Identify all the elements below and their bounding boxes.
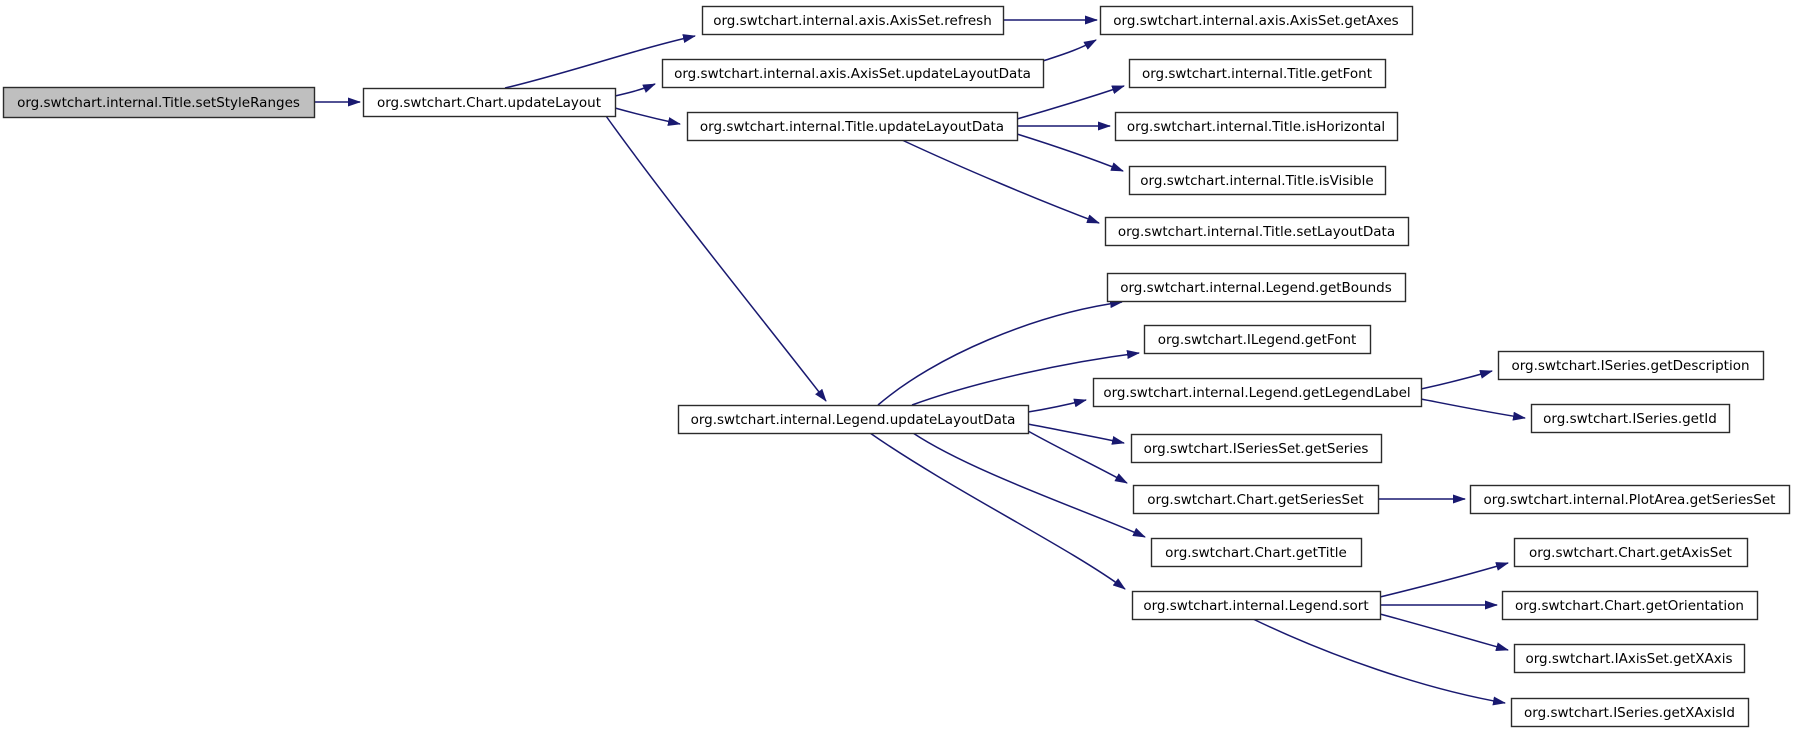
graph-edge-getLegendLabel-to-getId: [1420, 398, 1526, 421]
graph-edge-updateLayout-to-axisSetUpdateLayoutData: [614, 83, 656, 97]
graph-edge-legendSort-to-getAxisSet: [1379, 562, 1509, 598]
nodes-layer: org.swtchart.internal.Title.setStyleRang…: [2, 5, 1791, 728]
node-box[interactable]: [1150, 537, 1363, 568]
node-label: org.swtchart.Chart.getAxisSet: [1529, 545, 1732, 561]
graph-node-plotAreaGetSeriesSet[interactable]: org.swtchart.internal.PlotArea.getSeries…: [1469, 484, 1791, 515]
node-label: org.swtchart.Chart.getSeriesSet: [1147, 492, 1363, 508]
node-label: org.swtchart.internal.Legend.getBounds: [1120, 280, 1392, 296]
graph-node-titleGetFont[interactable]: org.swtchart.internal.Title.getFont: [1128, 58, 1387, 89]
node-label: org.swtchart.internal.axis.AxisSet.getAx…: [1113, 13, 1398, 29]
node-box[interactable]: [1104, 216, 1410, 247]
graph-edge-legendSort-to-getXAxisId: [1252, 618, 1506, 706]
node-box[interactable]: [1143, 324, 1372, 355]
node-label: org.swtchart.internal.Title.setStyleRang…: [17, 95, 300, 111]
node-box[interactable]: [661, 58, 1045, 89]
graph-node-getLegendLabel[interactable]: org.swtchart.internal.Legend.getLegendLa…: [1092, 377, 1423, 408]
graph-node-getXAxisId[interactable]: org.swtchart.ISeries.getXAxisId: [1510, 697, 1750, 728]
graph-node-titleSetLayoutData[interactable]: org.swtchart.internal.Title.setLayoutDat…: [1104, 216, 1410, 247]
node-box[interactable]: [1128, 58, 1387, 89]
node-box[interactable]: [1130, 433, 1383, 464]
node-label: org.swtchart.ISeries.getXAxisId: [1524, 705, 1735, 721]
graph-node-getAxisSet[interactable]: org.swtchart.Chart.getAxisSet: [1513, 537, 1749, 568]
node-label: org.swtchart.ILegend.getFont: [1158, 332, 1357, 348]
node-label: org.swtchart.ISeries.getId: [1543, 411, 1717, 427]
graph-node-titleUpdateLayoutData[interactable]: org.swtchart.internal.Title.updateLayout…: [686, 111, 1019, 142]
node-label: org.swtchart.ISeriesSet.getSeries: [1144, 441, 1369, 457]
node-label: org.swtchart.internal.Legend.updateLayou…: [691, 412, 1016, 428]
graph-node-getDescription[interactable]: org.swtchart.ISeries.getDescription: [1497, 350, 1765, 381]
graph-node-getTitle[interactable]: org.swtchart.Chart.getTitle: [1150, 537, 1363, 568]
node-label: org.swtchart.internal.Title.updateLayout…: [700, 119, 1004, 135]
node-label: org.swtchart.internal.Title.isHorizontal: [1127, 119, 1385, 135]
graph-node-getAxes[interactable]: org.swtchart.internal.axis.AxisSet.getAx…: [1099, 5, 1414, 36]
graph-node-iLegendGetFont[interactable]: org.swtchart.ILegend.getFont: [1143, 324, 1372, 355]
node-label: org.swtchart.internal.Title.setLayoutDat…: [1118, 224, 1395, 240]
node-label: org.swtchart.Chart.getOrientation: [1515, 598, 1744, 614]
graph-edge-updateLayout-to-legendUpdateLayoutData: [605, 115, 827, 402]
node-box[interactable]: [1530, 403, 1731, 434]
graph-edge-titleUpdateLayoutData-to-titleSetLayoutData: [901, 139, 1100, 224]
graph-edge-axisSetUpdateLayoutData-to-getAxes: [1042, 39, 1097, 62]
graph-edge-legendSort-to-getXAxis: [1379, 613, 1509, 652]
node-label: org.swtchart.internal.PlotArea.getSeries…: [1484, 492, 1776, 508]
node-label: org.swtchart.ISeries.getDescription: [1511, 358, 1749, 374]
node-label: org.swtchart.internal.Title.isVisible: [1140, 173, 1373, 189]
node-box[interactable]: [1513, 643, 1746, 674]
graph-node-setStyleRanges: org.swtchart.internal.Title.setStyleRang…: [2, 86, 316, 119]
graph-edge-legendUpdateLayoutData-to-getTitle: [912, 432, 1146, 538]
graph-edge-legendUpdateLayoutData-to-getBounds: [877, 299, 1123, 406]
node-box[interactable]: [1131, 590, 1382, 621]
graph-node-chartGetSeriesSet[interactable]: org.swtchart.Chart.getSeriesSet: [1132, 484, 1380, 515]
edges-layer: [314, 15, 1526, 706]
node-box[interactable]: [1106, 272, 1407, 303]
graph-node-getOrientation[interactable]: org.swtchart.Chart.getOrientation: [1501, 590, 1759, 621]
graph-node-getXAxis[interactable]: org.swtchart.IAxisSet.getXAxis: [1513, 643, 1746, 674]
graph-node-isHorizontal[interactable]: org.swtchart.internal.Title.isHorizontal: [1114, 111, 1399, 142]
graph-edge-legendUpdateLayoutData-to-legendSort: [869, 432, 1126, 590]
graph-node-legendSort[interactable]: org.swtchart.internal.Legend.sort: [1131, 590, 1382, 621]
node-box[interactable]: [686, 111, 1019, 142]
graph-edge-updateLayout-to-axisRefresh: [504, 34, 696, 89]
node-box[interactable]: [1469, 484, 1791, 515]
node-label: org.swtchart.internal.Legend.getLegendLa…: [1103, 385, 1410, 401]
node-box[interactable]: [362, 87, 617, 118]
node-box[interactable]: [1497, 350, 1765, 381]
node-label: org.swtchart.internal.Title.getFont: [1142, 66, 1372, 82]
graph-node-axisRefresh[interactable]: org.swtchart.internal.axis.AxisSet.refre…: [701, 5, 1005, 36]
node-box[interactable]: [1128, 165, 1387, 196]
node-box[interactable]: [677, 404, 1030, 435]
node-box[interactable]: [1501, 590, 1759, 621]
node-box[interactable]: [1132, 484, 1380, 515]
graph-node-getId[interactable]: org.swtchart.ISeries.getId: [1530, 403, 1731, 434]
graph-node-getSeries[interactable]: org.swtchart.ISeriesSet.getSeries: [1130, 433, 1383, 464]
graph-edge-legendUpdateLayoutData-to-iLegendGetFont: [911, 350, 1140, 406]
node-label: org.swtchart.Chart.updateLayout: [377, 95, 601, 111]
graph-edge-legendUpdateLayoutData-to-getLegendLabel: [1027, 398, 1087, 413]
node-label: org.swtchart.Chart.getTitle: [1165, 545, 1347, 561]
node-box[interactable]: [1114, 111, 1399, 142]
node-label: org.swtchart.internal.axis.AxisSet.updat…: [674, 66, 1031, 82]
node-box[interactable]: [1099, 5, 1414, 36]
node-box[interactable]: [1092, 377, 1423, 408]
graph-edge-titleUpdateLayoutData-to-titleGetFont: [1016, 85, 1125, 120]
graph-edge-titleUpdateLayoutData-to-isVisible: [1016, 133, 1124, 172]
graph-edge-updateLayout-to-titleUpdateLayoutData: [614, 107, 681, 126]
graph-edge-getLegendLabel-to-getDescription: [1420, 370, 1493, 390]
node-box: [2, 86, 316, 119]
graph-node-legendUpdateLayoutData[interactable]: org.swtchart.internal.Legend.updateLayou…: [677, 404, 1030, 435]
graph-edge-legendUpdateLayoutData-to-chartGetSeriesSet: [1027, 430, 1128, 484]
graph-node-axisSetUpdateLayoutData[interactable]: org.swtchart.internal.axis.AxisSet.updat…: [661, 58, 1045, 89]
node-box[interactable]: [1510, 697, 1750, 728]
graph-edge-legendUpdateLayoutData-to-getSeries: [1027, 423, 1125, 445]
node-box[interactable]: [701, 5, 1005, 36]
node-label: org.swtchart.internal.Legend.sort: [1143, 598, 1368, 614]
graph-node-getBounds[interactable]: org.swtchart.internal.Legend.getBounds: [1106, 272, 1407, 303]
node-box[interactable]: [1513, 537, 1749, 568]
node-label: org.swtchart.internal.axis.AxisSet.refre…: [713, 13, 992, 29]
graph-node-isVisible[interactable]: org.swtchart.internal.Title.isVisible: [1128, 165, 1387, 196]
node-label: org.swtchart.IAxisSet.getXAxis: [1525, 651, 1732, 667]
graph-node-updateLayout[interactable]: org.swtchart.Chart.updateLayout: [362, 87, 617, 118]
